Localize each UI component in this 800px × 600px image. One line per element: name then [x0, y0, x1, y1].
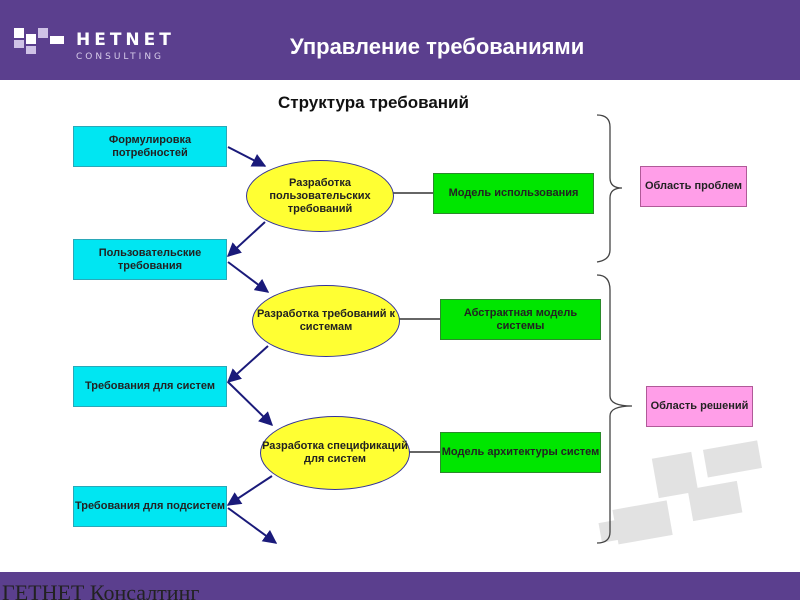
hetnet-logo-icon [14, 28, 64, 54]
diagram-title: Структура требований [278, 93, 469, 112]
model-box-abstract-system-label: Абстрактная модель системы [463, 306, 578, 332]
area-box-solutions: Область решений [646, 386, 753, 427]
footer-text: ГЕТНЕТ Консалтинг [2, 580, 200, 600]
input-box-needs: Формулировка потребностей [73, 126, 227, 167]
brace-solution-area [596, 274, 633, 544]
model-box-usage-label: Модель использования [448, 187, 579, 199]
model-box-architecture: Модель архитектуры систем [440, 432, 601, 473]
model-box-architecture-label: Модель архитектуры систем [441, 446, 600, 458]
logo-name: HETNET [76, 30, 175, 50]
brace-problem-area [596, 114, 623, 263]
arrow-input3-to-process3 [227, 381, 274, 426]
arrow-process1-to-input2 [226, 221, 266, 257]
process-ellipse-system-specifications: Разработка спецификаций для систем [260, 416, 410, 490]
input-box-subsystem-requirements: Требования для подсистем [73, 486, 227, 527]
area-box-solutions-label: Область решений [650, 400, 749, 412]
input-box-subsystem-requirements-label: Требования для подсистем [74, 500, 226, 512]
input-box-system-requirements: Требования для систем [73, 366, 227, 407]
arrow-process2-to-input3 [226, 345, 269, 383]
header-bar: HETNET CONSULTING Управление требованиям… [0, 0, 800, 80]
process-ellipse-system-requirements-label: Разработка требований к системам [256, 308, 396, 333]
arrow-process3-to-input4 [226, 475, 273, 506]
process-ellipse-user-requirements: Разработка пользовательских требований [246, 160, 394, 232]
footer-bar: ГЕТНЕТ Консалтинг [0, 572, 800, 600]
arrow-input2-to-process2 [227, 261, 270, 293]
slide-title: Управление требованиями [290, 34, 585, 59]
logo-subtitle: CONSULTING [76, 52, 165, 62]
input-box-needs-label: Формулировка потребностей [108, 133, 192, 159]
model-box-usage: Модель использования [433, 173, 594, 214]
area-box-problems-label: Область проблем [644, 180, 743, 192]
input-box-user-requirements-label: Пользовательские требования [98, 246, 202, 272]
input-box-system-requirements-label: Требования для систем [84, 380, 216, 392]
process-ellipse-user-requirements-label: Разработка пользовательских требований [269, 176, 371, 215]
input-box-user-requirements: Пользовательские требования [73, 239, 227, 280]
model-box-abstract-system: Абстрактная модель системы [440, 299, 601, 340]
arrow-input4-out [227, 507, 278, 544]
area-box-problems: Область проблем [640, 166, 747, 207]
arrow-input1-to-process1 [227, 146, 267, 167]
process-ellipse-system-specifications-label: Разработка спецификаций для систем [262, 440, 408, 465]
process-ellipse-system-requirements: Разработка требований к системам [252, 285, 400, 357]
